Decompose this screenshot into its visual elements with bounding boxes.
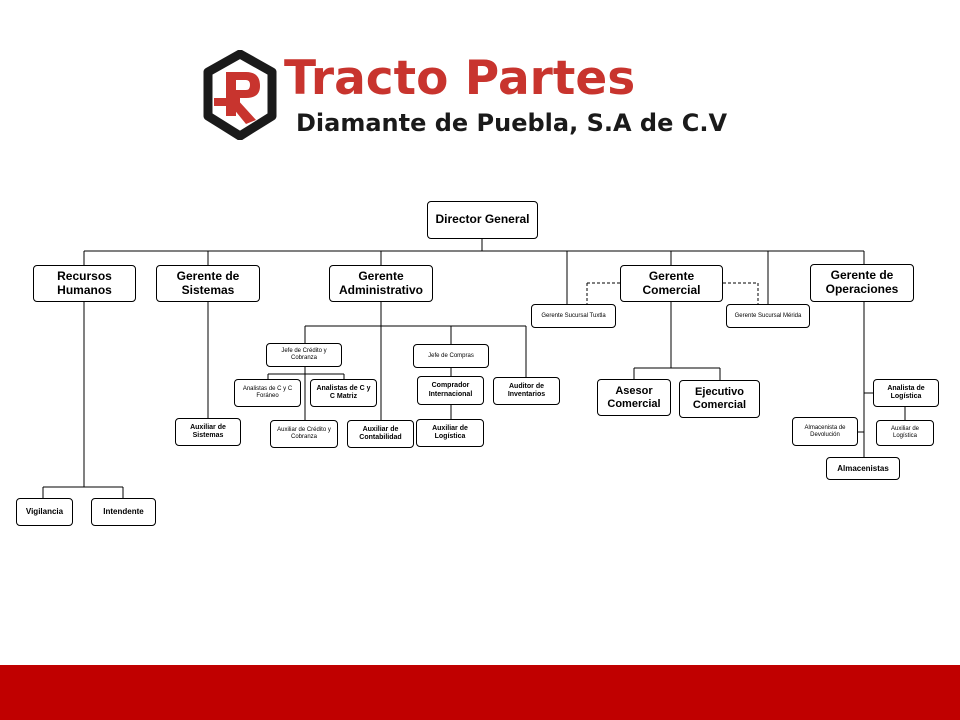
node-analistas-cc-matriz: Analistas de C y C Matriz (310, 379, 377, 407)
node-auxiliar-sistemas: Auxiliar de Sistemas (175, 418, 241, 446)
node-jefe-credito-cobranza: Jefe de Crédito y Cobranza (266, 343, 342, 367)
node-gerente-sucursal-tuxtla: Gerente Sucursal Tuxtla (531, 304, 616, 328)
node-comprador-internacional: Comprador Internacional (417, 376, 484, 405)
node-recursos-humanos: Recursos Humanos (33, 265, 136, 302)
node-ejecutivo-comercial: Ejecutivo Comercial (679, 380, 760, 418)
logo-title: Tracto Partes (284, 51, 636, 106)
company-logo: Tracto Partes Diamante de Puebla, S.A de… (200, 50, 727, 142)
node-gerente-comercial: Gerente Comercial (620, 265, 723, 302)
node-auxiliar-logistica-compras: Auxiliar de Logística (416, 419, 484, 447)
node-auxiliar-credito-cobranza: Auxiliar de Crédito y Cobranza (270, 420, 338, 448)
node-analistas-cc-foraneo: Analistas de C y C Foráneo (234, 379, 301, 407)
node-intendente: Intendente (91, 498, 156, 526)
node-analista-logistica: Analista de Logística (873, 379, 939, 407)
node-gerente-sucursal-merida: Gerente Sucursal Mérida (726, 304, 810, 328)
node-gerente-administrativo: Gerente Administrativo (329, 265, 433, 302)
node-gerente-sistemas: Gerente de Sistemas (156, 265, 260, 302)
tracto-partes-emblem-icon (203, 50, 277, 140)
node-auxiliar-contabilidad: Auxiliar de Contabilidad (347, 420, 414, 448)
node-auxiliar-logistica-ops: Auxiliar de Logística (876, 420, 934, 446)
node-almacenistas: Almacenistas (826, 457, 900, 480)
node-auditor-inventarios: Auditor de Inventarios (493, 377, 560, 405)
footer-band (0, 665, 960, 720)
node-director-general: Director General (427, 201, 538, 239)
node-vigilancia: Vigilancia (16, 498, 73, 526)
node-gerente-operaciones: Gerente de Operaciones (810, 264, 914, 302)
node-almacenista-devolucion: Almacenista de Devolución (792, 417, 858, 446)
node-asesor-comercial: Asesor Comercial (597, 379, 671, 416)
logo-subtitle: Diamante de Puebla, S.A de C.V (296, 109, 728, 137)
node-jefe-compras: Jefe de Compras (413, 344, 489, 368)
